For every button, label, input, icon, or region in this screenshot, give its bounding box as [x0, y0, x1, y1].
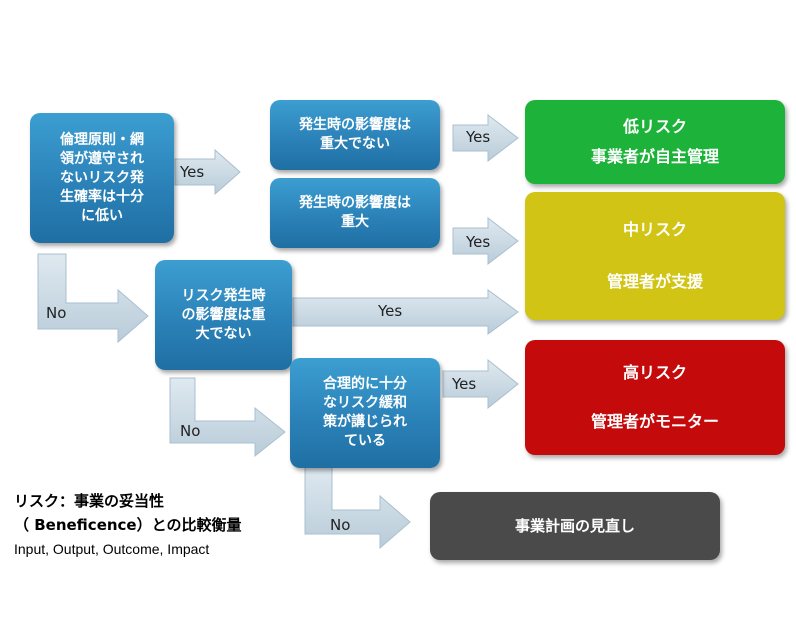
label-no-2: No: [180, 422, 201, 440]
arrow-no-3: [304, 465, 411, 550]
note-risk-title: リスク：事業の妥当性: [14, 492, 165, 510]
decision-impact-not-serious-mid: リスク発生時 の影響度は重 大でない: [155, 260, 292, 370]
mid-risk-title: 中リスク: [622, 220, 687, 239]
high-risk-title: 高リスク: [622, 362, 687, 382]
outcome-low-risk: 低リスク 事業者が自主管理: [525, 100, 785, 184]
arrow-yes-3: [452, 216, 519, 266]
arrow-no-1: [37, 253, 149, 344]
high-risk-action: 管理者がモニター: [590, 412, 719, 432]
arrow-no-2: [169, 377, 286, 458]
decision-impact-serious: 発生時の影響度は 重大: [270, 178, 440, 248]
decision-impact-not-serious-top: 発生時の影響度は 重大でない: [270, 100, 440, 170]
arrow-yes-5: [442, 358, 519, 410]
decision-probability: 倫理原則・網 領が遵守され ないリスク発 生確率は十分 に低い: [30, 113, 174, 243]
label-yes-5: Yes: [452, 375, 477, 393]
note-benefit-comparison: （ Beneficence）との比較衡量: [14, 516, 242, 534]
label-yes-2: Yes: [466, 128, 491, 146]
note-evaluation-items: Input, Output, Outcome, Impact: [14, 541, 210, 557]
mid-risk-action: 管理者が支援: [606, 272, 703, 291]
decision-mitigation: 合理的に十分 なリスク緩和 策が講じられ ている: [290, 358, 440, 468]
label-yes-3: Yes: [466, 233, 491, 251]
arrow-yes-2: [452, 113, 519, 163]
label-no-1: No: [46, 304, 67, 322]
label-yes-4: Yes: [378, 302, 403, 320]
arrow-yes-4: [292, 289, 519, 335]
outcome-high-risk: 高リスク 管理者がモニター: [525, 340, 785, 455]
arrow-yes-1: [174, 148, 241, 196]
outcome-review-plan: 事業計画の見直し: [430, 492, 720, 560]
label-yes-1: Yes: [180, 163, 205, 181]
low-risk-action: 事業者が自主管理: [590, 147, 719, 166]
label-no-3: No: [330, 516, 351, 534]
low-risk-title: 低リスク: [622, 117, 687, 136]
outcome-mid-risk: 中リスク 管理者が支援: [525, 192, 785, 320]
